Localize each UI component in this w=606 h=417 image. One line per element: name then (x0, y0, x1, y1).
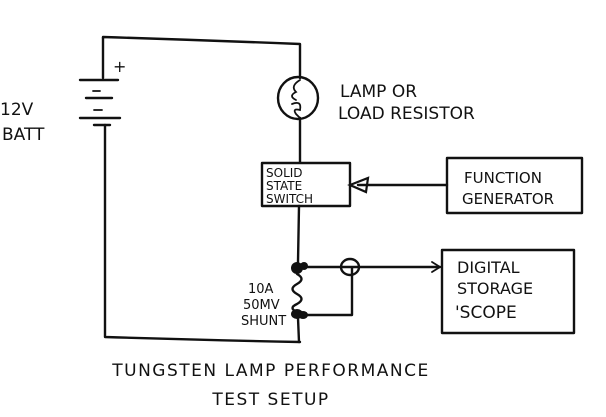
lamp-symbol (276, 75, 320, 121)
scope-label-line2: STORAGE (457, 279, 533, 298)
scope-label-line3: 'SCOPE (455, 303, 517, 323)
scope-label-line1: DIGITAL (457, 258, 520, 277)
shunt-label-line3: SHUNT (241, 314, 286, 329)
switch-label-line1: SOLID (266, 166, 303, 180)
wire-top (101, 35, 302, 80)
probe-clamp (339, 257, 361, 277)
shunt-label-line2: 50MV (243, 298, 280, 313)
scope-arrow-icon (431, 261, 442, 273)
scope-box (440, 248, 576, 335)
battery-symbol (78, 78, 122, 127)
lamp-label-line1: LAMP OR (340, 82, 417, 102)
battery-plus-sign: + (113, 57, 126, 76)
battery-voltage-label: 12V (0, 100, 34, 120)
battery-label: BATT (2, 125, 45, 145)
diagram-title-line1: TUNGSTEN LAMP PERFORMANCE (111, 361, 429, 381)
shunt-label-line1: 10A (248, 282, 274, 297)
wire-switch-to-shunt (296, 204, 301, 264)
wire-shunt-to-bottom (296, 316, 301, 344)
control-arrow-icon (347, 176, 370, 194)
switch-label-line3: SWITCH (266, 192, 313, 206)
probe-line-bottom (304, 266, 354, 317)
switch-label-line2: STATE (266, 179, 302, 193)
shunt-symbol (291, 262, 308, 319)
wire-left (103, 123, 302, 344)
function-generator-label-line2: GENERATOR (462, 190, 554, 208)
diagram-title-line2: TEST SETUP (211, 390, 329, 410)
lamp-label-line2: LOAD RESISTOR (338, 104, 475, 124)
function-generator-label-line1: FUNCTION (464, 169, 542, 187)
